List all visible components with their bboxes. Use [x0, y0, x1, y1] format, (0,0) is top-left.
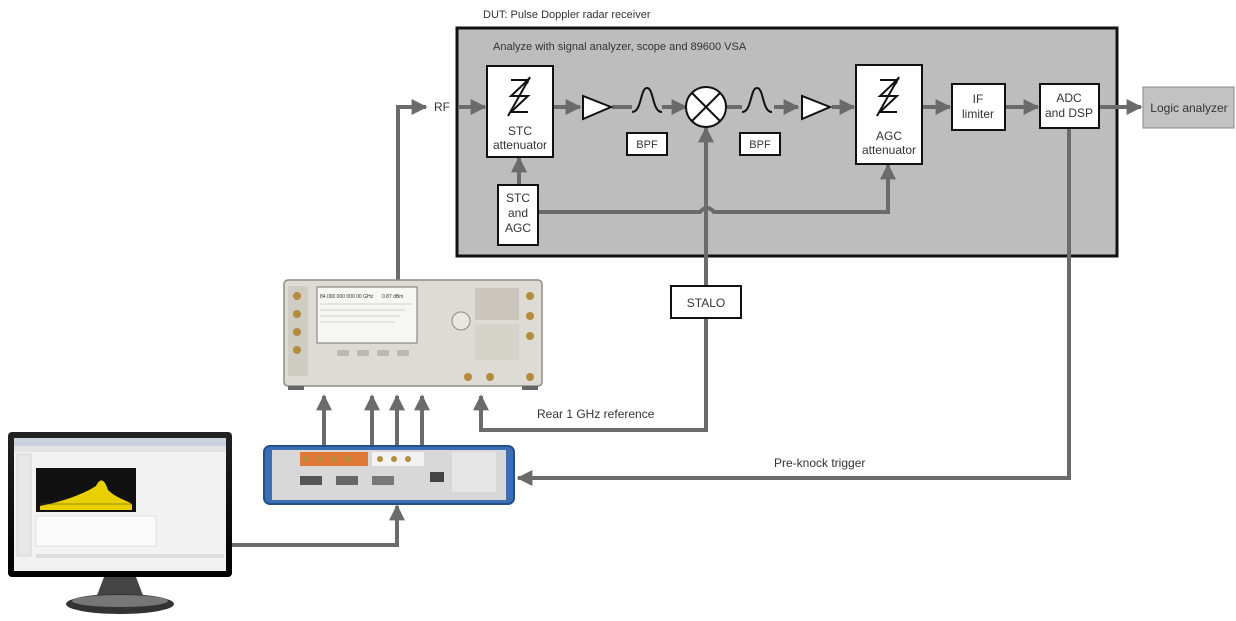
adc-dsp-label-1: ADC — [1056, 91, 1082, 105]
stalo-block — [670, 285, 742, 319]
if-limiter-block — [951, 83, 1006, 131]
amplifier-icon — [582, 94, 614, 121]
bpf-2-box — [739, 132, 781, 156]
logic-analyzer-label: Logic analyzer — [1150, 101, 1227, 115]
stc-agc-label-1: STC — [506, 191, 530, 205]
amplifier-icon — [801, 94, 833, 121]
computer-monitor-image — [8, 432, 232, 614]
signal-generator-image: 84.000 000 000 00 GHz 0.87 dBm — [283, 279, 543, 390]
if-limiter-label-2: limiter — [962, 107, 994, 121]
dut-box — [455, 26, 1119, 258]
bpf-1-label: BPF — [636, 139, 658, 151]
mixer-icon — [685, 86, 727, 128]
pre-knock-trigger-label: Pre-knock trigger — [774, 456, 865, 470]
rear-reference-label: Rear 1 GHz reference — [537, 407, 655, 421]
agc-attenuator-block — [855, 64, 923, 165]
bandpass-filter-icon — [741, 86, 773, 113]
stc-attenuator-label-2: attenuator — [493, 138, 547, 152]
if-limiter-label-1: IF — [973, 92, 984, 106]
stc-agc-label-2: and — [508, 206, 528, 220]
pxi-chassis-image — [263, 445, 515, 505]
stc-attenuator-label-1: STC — [508, 124, 532, 138]
agc-attenuator-label-2: attenuator — [862, 143, 916, 157]
stc-agc-label-3: AGC — [505, 221, 531, 235]
frequency-display: 84.000 000 000 00 GHz — [320, 294, 374, 300]
agc-attenuator-label-1: AGC — [876, 129, 902, 143]
stc-agc-block — [497, 184, 539, 246]
dut-subtitle: Analyze with signal analyzer, scope and … — [493, 41, 747, 53]
rf-label: RF — [434, 100, 450, 114]
variable-attenuator-icon — [507, 76, 531, 117]
amplitude-display: 0.87 dBm — [382, 294, 403, 300]
logic-analyzer-box — [1142, 86, 1235, 129]
adc-dsp-block — [1039, 83, 1100, 129]
variable-attenuator-icon — [876, 76, 900, 117]
dut-title: DUT: Pulse Doppler radar receiver — [483, 9, 651, 21]
bpf-1-box — [626, 132, 668, 156]
stalo-label: STALO — [687, 296, 725, 310]
bandpass-filter-icon — [631, 86, 663, 113]
adc-dsp-label-2: and DSP — [1045, 106, 1093, 120]
bpf-2-label: BPF — [749, 139, 771, 151]
